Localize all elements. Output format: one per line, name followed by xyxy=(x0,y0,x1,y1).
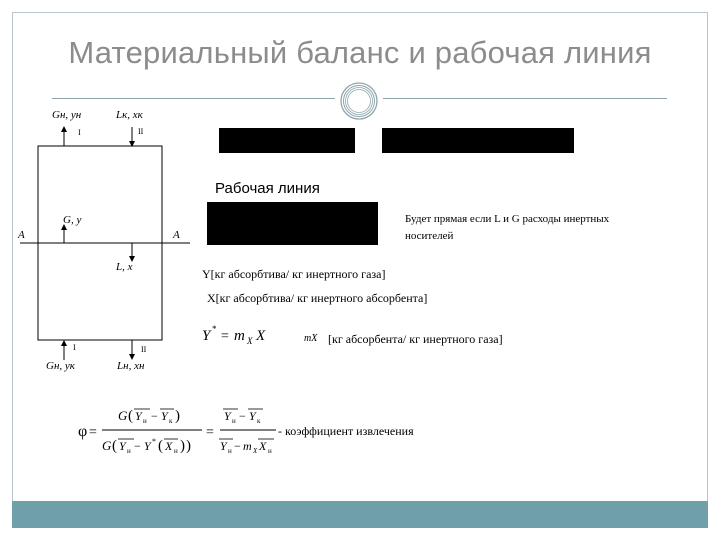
svg-text:G: G xyxy=(102,438,112,453)
svg-text:G: G xyxy=(118,408,128,423)
straight-line-note-2: носителей xyxy=(405,230,454,242)
svg-text:Y: Y xyxy=(135,409,143,423)
slide-title: Материальный баланс и рабочая линия xyxy=(68,35,652,70)
svg-text:=: = xyxy=(89,425,97,440)
label-gn-yn: Gн, yн xyxy=(52,109,82,121)
svg-text:m: m xyxy=(243,439,252,453)
recovery-coefficient-label: - коэффициент извлечения xyxy=(278,424,414,438)
label-g-y: G, y xyxy=(63,214,82,226)
title-divider-left xyxy=(52,98,335,99)
equilibrium-formula: Y * = m X X xyxy=(202,324,266,346)
label-i-bottom: I xyxy=(73,343,76,352)
straight-line-note: Будет прямая если L и G расходы инертных xyxy=(405,213,610,225)
label-a-right: A xyxy=(173,229,180,241)
svg-text:Y: Y xyxy=(220,439,228,453)
svg-text:−: − xyxy=(134,439,141,453)
svg-text:*: * xyxy=(152,437,156,446)
x-definition: X[кг абсорбтива/ кг инертного абсорбента… xyxy=(207,291,428,305)
label-a-left: A xyxy=(18,229,25,241)
svg-text:X: X xyxy=(252,447,258,455)
svg-text:X: X xyxy=(255,328,266,344)
svg-text:m: m xyxy=(234,328,245,344)
label-i-top: I xyxy=(78,128,81,137)
label-ln-xn: Lн, xн xyxy=(117,360,145,372)
svg-text:−: − xyxy=(239,409,246,423)
label-lk-xk: Lк, xк xyxy=(116,109,143,121)
svg-text:(: ( xyxy=(158,438,163,454)
working-line-heading: Рабочая линия xyxy=(215,180,320,197)
svg-text:н: н xyxy=(228,447,232,455)
svg-text:X: X xyxy=(164,439,173,453)
decorative-ring-icon xyxy=(340,82,378,120)
label-ii-top: II xyxy=(138,127,144,136)
svg-text:−: − xyxy=(151,409,158,423)
svg-text:(: ( xyxy=(112,438,117,454)
svg-text:*: * xyxy=(212,324,217,334)
svg-text:Y: Y xyxy=(249,409,257,423)
svg-text:): ) xyxy=(175,408,180,424)
svg-text:X: X xyxy=(258,439,267,453)
svg-text:X: X xyxy=(246,336,253,346)
svg-text:н: н xyxy=(143,417,147,425)
svg-text:=: = xyxy=(206,425,214,440)
svg-text:н: н xyxy=(232,417,236,425)
label-ii-bottom: II xyxy=(141,345,147,354)
svg-text:Y: Y xyxy=(202,328,212,344)
svg-text:): ) xyxy=(180,438,185,454)
mx-definition: [кг абсорбента/ кг инертного газа] xyxy=(328,332,503,346)
y-definition: Y[кг абсорбтива/ кг инертного газа] xyxy=(202,267,386,281)
svg-text:): ) xyxy=(186,438,191,454)
svg-text:Y: Y xyxy=(144,439,152,453)
label-gk-yk: Gн, yк xyxy=(46,360,75,372)
working-line-formula-placeholder xyxy=(207,202,378,245)
svg-text:н: н xyxy=(174,447,178,455)
svg-text:к: к xyxy=(169,417,173,425)
svg-text:=: = xyxy=(221,329,229,344)
svg-text:Y: Y xyxy=(224,409,232,423)
formula-placeholder-left xyxy=(219,128,355,153)
formula-placeholder-right xyxy=(382,128,574,153)
svg-text:Y: Y xyxy=(161,409,169,423)
svg-text:Y: Y xyxy=(119,439,127,453)
footer-bar xyxy=(12,501,708,528)
svg-text:φ: φ xyxy=(78,423,87,440)
title-divider-right xyxy=(383,98,667,99)
svg-text:н: н xyxy=(268,447,272,455)
svg-text:−: − xyxy=(234,439,241,453)
recovery-coefficient-formula: φ = G ( Y н − Y к ) G ( Y н − Y * ( X н … xyxy=(78,408,276,455)
svg-text:к: к xyxy=(257,417,261,425)
mx-symbol: mX xyxy=(304,333,318,344)
svg-text:(: ( xyxy=(128,408,133,424)
svg-text:н: н xyxy=(127,447,131,455)
label-l-x: L, x xyxy=(116,261,133,273)
absorber-column-diagram xyxy=(20,126,190,360)
